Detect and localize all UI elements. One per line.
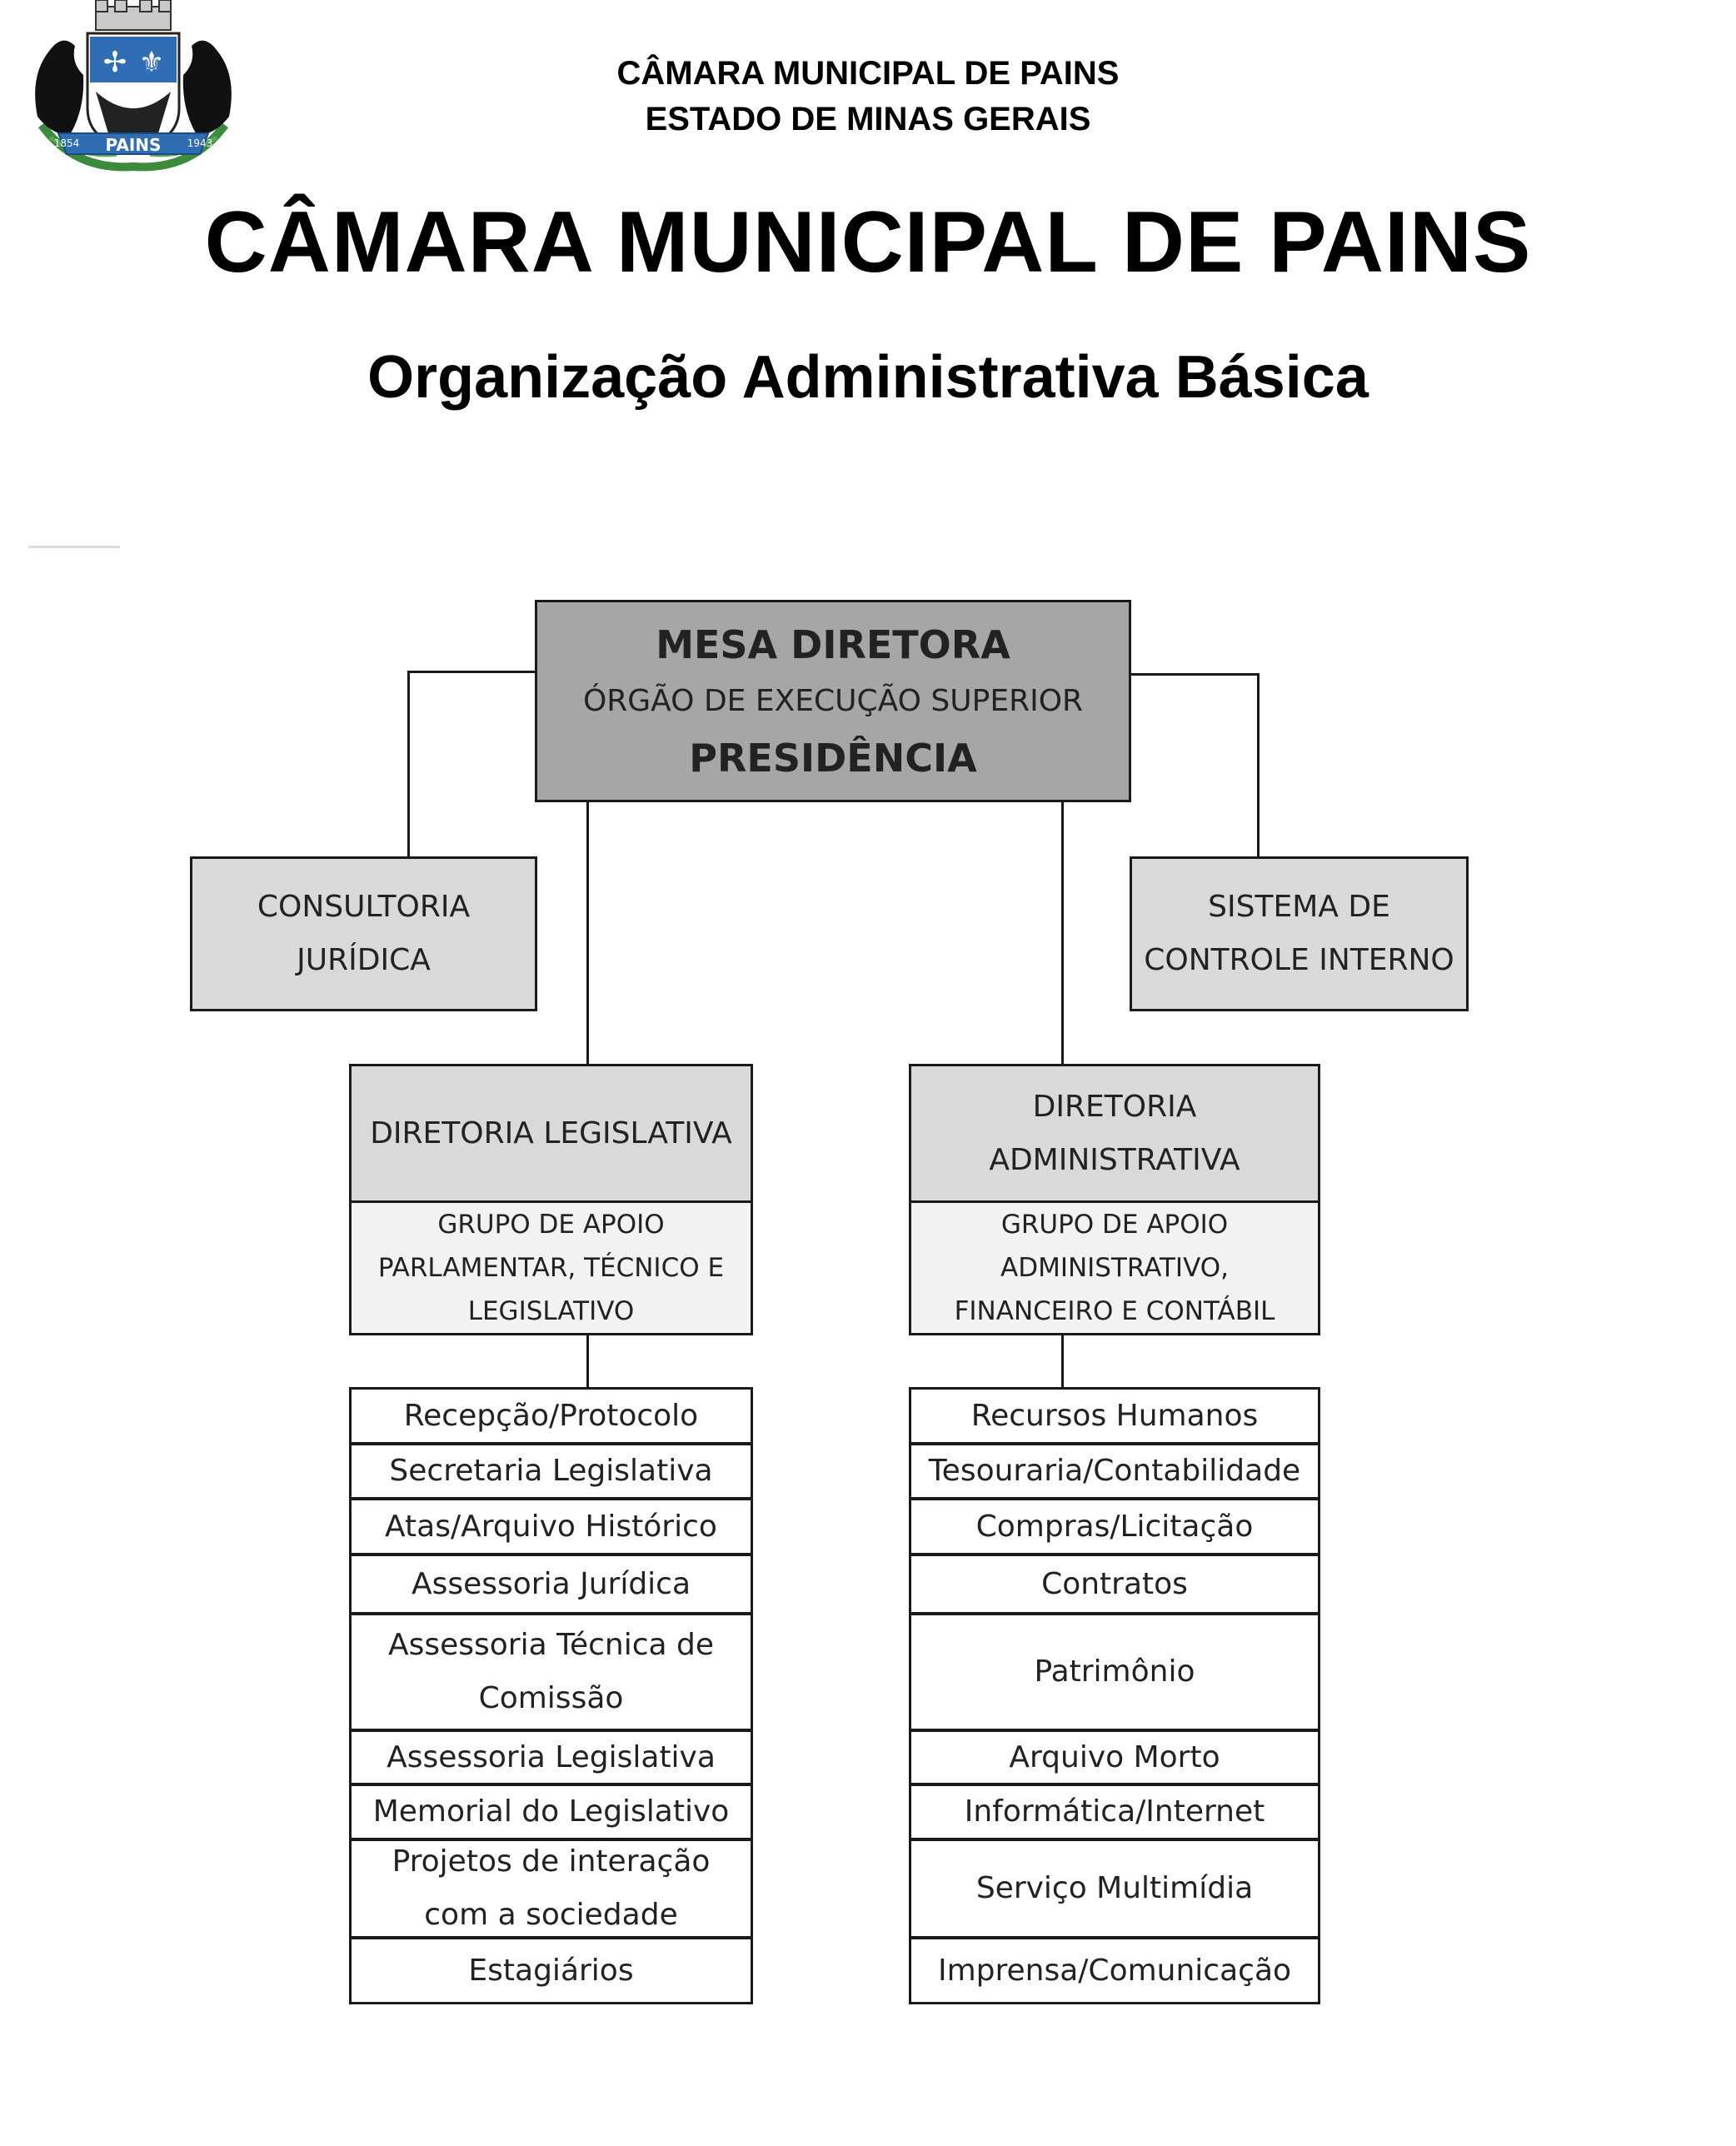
coat-of-arms-logo: ✢ ⚜ PAINS 1854 1943 — [25, 0, 242, 179]
presidencia-label: PRESIDÊNCIA — [689, 735, 977, 781]
legislative-item-box: Secretaria Legislativa — [349, 1443, 753, 1500]
decorative-rule — [28, 546, 120, 548]
connector-to-leg — [586, 801, 589, 1065]
mesa-diretora-label: MESA DIRETORA — [656, 621, 1010, 667]
legislative-item-box: Atas/Arquivo Histórico — [349, 1498, 753, 1555]
orgao-execucao-label: ÓRGÃO DE EXECUÇÃO SUPERIOR — [582, 683, 1084, 718]
legislative-item-box: Assessoria Técnica de Comissão — [349, 1613, 753, 1731]
legislative-item-box: Estagiários — [349, 1937, 753, 2004]
connector-leg-items — [586, 1334, 589, 1389]
grupo-apoio-administrativo-box: GRUPO DE APOIO ADMINISTRATIVO, FINANCEIR… — [909, 1200, 1320, 1335]
administrative-item-label: Arquivo Morto — [1009, 1739, 1220, 1774]
connector-top-right-h — [1130, 673, 1260, 676]
legislative-item-box: Memorial do Legislativo — [349, 1784, 753, 1840]
header-line-1: CÂMARA MUNICIPAL DE PAINS — [616, 55, 1120, 92]
administrative-item-box: Patrimônio — [909, 1613, 1320, 1731]
connector-adm-items — [1061, 1334, 1064, 1389]
crest-banner-text: PAINS — [106, 135, 162, 155]
legislative-item-box: Projetos de interação com a sociedade — [349, 1839, 753, 1939]
administrative-item-box: Serviço Multimídia — [909, 1839, 1320, 1939]
legislative-item-label: Memorial do Legislativo — [372, 1794, 730, 1829]
legislative-item-label: Recepção/Protocolo — [403, 1398, 699, 1433]
administrative-item-label: Compras/Licitação — [975, 1509, 1254, 1544]
grupo-apoio-legislativo-box: GRUPO DE APOIO PARLAMENTAR, TÉCNICO E LE… — [349, 1200, 753, 1335]
legislative-item-box: Assessoria Legislativa — [349, 1729, 753, 1785]
legislative-item-label: Projetos de interação — [392, 1844, 711, 1879]
page-title: CÂMARA MUNICIPAL DE PAINS — [204, 194, 1532, 291]
legislative-item-label: Estagiários — [468, 1953, 634, 1988]
crest-year-left: 1854 — [54, 137, 80, 149]
grupo-leg-line3: LEGISLATIVO — [467, 1296, 635, 1326]
administrative-item-box: Imprensa/Comunicação — [909, 1937, 1320, 2004]
legislative-item-label: Comissão — [478, 1681, 624, 1715]
grupo-leg-line2: PARLAMENTAR, TÉCNICO E — [377, 1253, 725, 1283]
administrative-item-box: Tesouraria/Contabilidade — [909, 1443, 1320, 1500]
administrative-item-label: Imprensa/Comunicação — [937, 1953, 1292, 1988]
controle-line1: SISTEMA DE — [1208, 890, 1390, 924]
administrative-item-label: Contratos — [1041, 1566, 1188, 1601]
page-subtitle: Organização Administrativa Básica — [367, 344, 1369, 411]
header-line-2: ESTADO DE MINAS GERAIS — [645, 101, 1091, 137]
grupo-adm-line1: GRUPO DE APOIO — [1000, 1210, 1229, 1240]
diretoria-adm-line1: DIRETORIA — [1032, 1089, 1197, 1124]
administrative-item-box: Recursos Humanos — [909, 1387, 1320, 1445]
administrative-item-box: Informática/Internet — [909, 1784, 1320, 1840]
consultoria-line1: CONSULTORIA — [257, 890, 471, 924]
connector-top-left-h — [407, 671, 536, 673]
administrative-item-box: Compras/Licitação — [909, 1498, 1320, 1555]
administrative-item-label: Patrimônio — [1034, 1654, 1195, 1689]
diretoria-legislativa-label: DIRETORIA LEGISLATIVA — [370, 1115, 732, 1150]
svg-text:⚜: ⚜ — [139, 46, 164, 79]
connector-top-left-v — [407, 671, 410, 859]
svg-text:✢: ✢ — [103, 46, 127, 79]
diretoria-adm-line2: ADMINISTRATIVA — [989, 1142, 1240, 1177]
connector-to-adm — [1061, 801, 1064, 1065]
administrative-item-box: Arquivo Morto — [909, 1729, 1320, 1785]
controle-line2: CONTROLE INTERNO — [1144, 943, 1454, 977]
connector-top-right-v — [1257, 673, 1260, 859]
legislative-item-label: Assessoria Legislativa — [387, 1739, 716, 1774]
administrative-item-label: Serviço Multimídia — [975, 1871, 1254, 1905]
crest-year-right: 1943 — [187, 137, 213, 149]
administrative-item-label: Recursos Humanos — [970, 1398, 1259, 1433]
legislative-item-label: com a sociedade — [424, 1898, 678, 1932]
grupo-adm-line2: ADMINISTRATIVO, — [1000, 1253, 1229, 1283]
grupo-adm-line3: FINANCEIRO E CONTÁBIL — [954, 1296, 1275, 1326]
legislative-item-label: Atas/Arquivo Histórico — [385, 1509, 717, 1544]
legislative-item-box: Assessoria Jurídica — [349, 1554, 753, 1614]
administrative-item-label: Tesouraria/Contabilidade — [928, 1454, 1301, 1488]
legislative-item-box: Recepção/Protocolo — [349, 1387, 753, 1445]
controle-interno-box: SISTEMA DE CONTROLE INTERNO — [1130, 856, 1469, 1011]
legislative-item-label: Secretaria Legislativa — [389, 1454, 713, 1488]
consultoria-line2: JURÍDICA — [297, 943, 431, 977]
consultoria-juridica-box: CONSULTORIA JURÍDICA — [190, 856, 537, 1011]
diretoria-legislativa-box: DIRETORIA LEGISLATIVA — [349, 1064, 753, 1203]
mesa-diretora-box: MESA DIRETORA ÓRGÃO DE EXECUÇÃO SUPERIOR… — [535, 600, 1131, 802]
diretoria-administrativa-box: DIRETORIA ADMINISTRATIVA — [909, 1064, 1320, 1203]
legislative-item-label: Assessoria Jurídica — [411, 1566, 691, 1601]
grupo-leg-line1: GRUPO DE APOIO — [437, 1210, 665, 1240]
administrative-item-box: Contratos — [909, 1554, 1320, 1614]
legislative-item-label: Assessoria Técnica de — [387, 1628, 715, 1662]
administrative-item-label: Informática/Internet — [964, 1794, 1265, 1829]
